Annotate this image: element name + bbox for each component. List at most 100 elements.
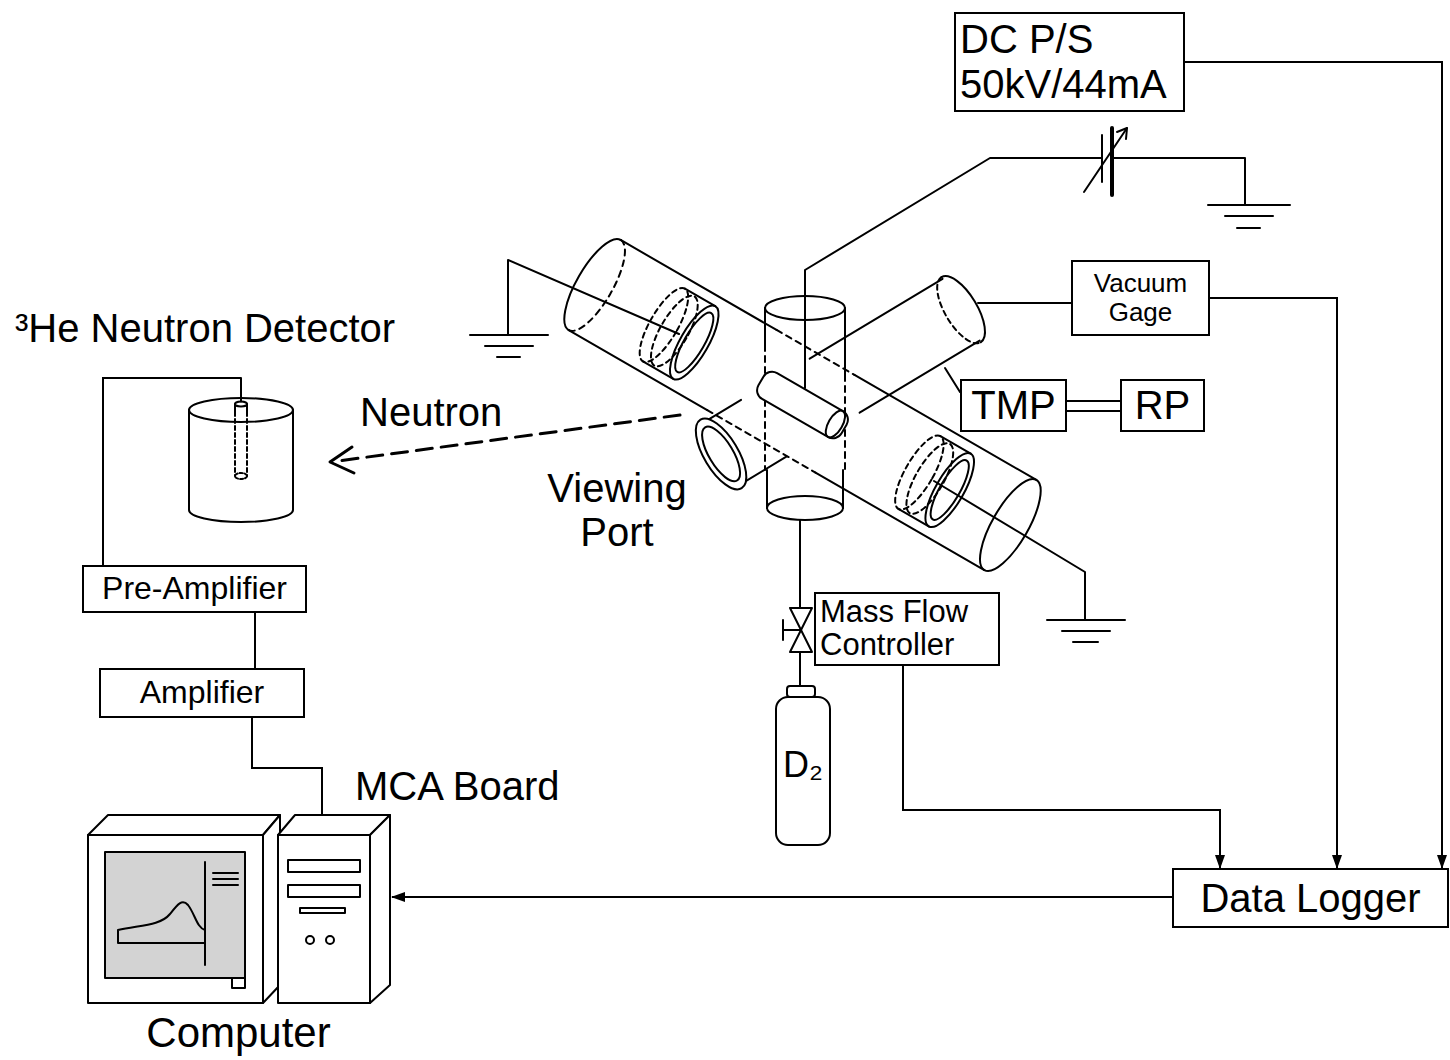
signal-wire <box>1185 62 1442 868</box>
chamber-cross-tube <box>942 269 995 342</box>
signal-wire <box>103 378 241 565</box>
gas-cylinder: D₂ <box>776 685 830 845</box>
computer-drawing <box>306 936 314 944</box>
node-text: Mass Flow Controller <box>820 596 994 661</box>
ground-wires <box>1073 641 1098 643</box>
cathode-wire <box>805 158 1102 388</box>
node-text: ³He Neutron Detector <box>15 306 395 350</box>
port-label: Viewing Port <box>537 466 697 554</box>
preamp-box: Pre-Amplifier <box>82 565 307 613</box>
chamber-cross-tube <box>686 267 995 497</box>
computer: Computer <box>85 815 392 1058</box>
chamber-vertical-tube <box>842 470 844 508</box>
node-text: Vacuum Gage <box>1077 269 1204 327</box>
ground-wires <box>497 356 520 358</box>
cathode-wire <box>1101 135 1103 182</box>
cathode-wire <box>1084 128 1127 192</box>
power-supply-box: DC P/S 50kV/44mA <box>954 12 1185 112</box>
computer-drawing <box>88 815 280 835</box>
cathode-wire <box>1112 158 1245 205</box>
computer-drawing <box>370 815 390 1003</box>
computer-drawing <box>288 860 360 872</box>
chamber-main-tube <box>569 240 637 339</box>
neutron-arrow <box>330 447 354 473</box>
ground-wires <box>470 260 1125 642</box>
signal-wire <box>392 896 1172 898</box>
neutron-detector: ³He Neutron Detector <box>187 378 296 524</box>
computer-drawing <box>326 936 334 944</box>
neutron-detector <box>235 473 247 479</box>
chamber-vertical-tube <box>766 470 768 508</box>
pump-and-gauge-lines <box>978 302 1073 304</box>
cathode-wire <box>805 128 1290 388</box>
chamber-main-tube <box>898 509 928 526</box>
computer-drawing <box>278 835 370 1003</box>
chamber-main-tube <box>621 240 777 330</box>
chamber-main-tube <box>685 289 715 307</box>
pump-box: RP <box>1120 379 1205 432</box>
pump-line <box>1067 401 1120 411</box>
gas-feed <box>790 608 812 630</box>
gas-feed <box>799 652 801 686</box>
gas-feed <box>782 620 784 640</box>
computer-drawing <box>105 852 245 978</box>
ground-wires <box>1047 619 1125 621</box>
chamber-cross-tube <box>810 279 943 359</box>
chamber-main-tube <box>553 231 621 330</box>
chamber-main-tube <box>815 473 984 571</box>
chamber-main-tube <box>631 282 697 369</box>
signal-wire <box>254 613 256 668</box>
ground-wires <box>1062 630 1110 632</box>
neutron-detector <box>240 378 242 402</box>
cathode <box>753 368 851 442</box>
node-text: Data Logger <box>1200 876 1420 921</box>
computer-drawing <box>213 878 238 880</box>
computer-drawing <box>213 872 238 874</box>
chamber-main-tube <box>669 308 720 377</box>
computer-drawing <box>232 978 245 988</box>
chamber-vertical-tube <box>764 345 766 470</box>
flow-controller-box: Mass Flow Controller <box>814 592 1000 665</box>
gas-feed <box>787 686 815 697</box>
gas-feed <box>799 520 801 608</box>
chamber-main-tube <box>898 437 962 520</box>
node-text: RP <box>1135 383 1191 428</box>
computer-drawing <box>300 908 345 913</box>
cathode-wire <box>1117 128 1127 139</box>
neutron-detector <box>235 412 247 476</box>
signal-wire <box>903 666 1220 868</box>
ground-wires <box>508 260 679 335</box>
chamber-cross-tube <box>695 421 748 487</box>
chamber-main-tube <box>643 361 673 379</box>
computer-drawing <box>288 885 360 897</box>
node-text: DC P/S 50kV/44mA <box>960 17 1179 107</box>
data-logger-box: Data Logger <box>1172 868 1449 928</box>
neutron-detector <box>189 378 293 522</box>
gas-feed <box>783 629 801 631</box>
cathode-wire <box>1237 227 1260 229</box>
cathode-wire <box>1208 204 1290 206</box>
gas-feed <box>776 520 830 845</box>
node-text: D₂ <box>783 745 823 785</box>
node-text: Amplifier <box>140 675 264 711</box>
chamber-vertical-tube <box>767 496 843 520</box>
chamber-main-tube <box>569 330 708 410</box>
signal-wire <box>1210 298 1337 868</box>
beam-label: Neutron <box>360 390 502 434</box>
neutron-detector <box>189 410 293 522</box>
chamber-main-tube <box>886 429 952 516</box>
amplifier-box: Amplifier <box>99 668 305 718</box>
chamber-vertical-tube <box>764 308 766 345</box>
node-text: Pre-Amplifier <box>102 571 287 607</box>
chamber-main-tube <box>940 436 970 454</box>
pump-and-gauge-lines <box>945 368 960 392</box>
computer-drawing <box>118 902 205 943</box>
computer-drawing <box>204 862 206 965</box>
cathode-wire <box>1110 128 1114 195</box>
computer-drawing <box>88 815 390 1003</box>
cathode <box>822 408 849 441</box>
pump-box: TMP <box>960 379 1067 432</box>
gas-feed <box>776 697 830 845</box>
